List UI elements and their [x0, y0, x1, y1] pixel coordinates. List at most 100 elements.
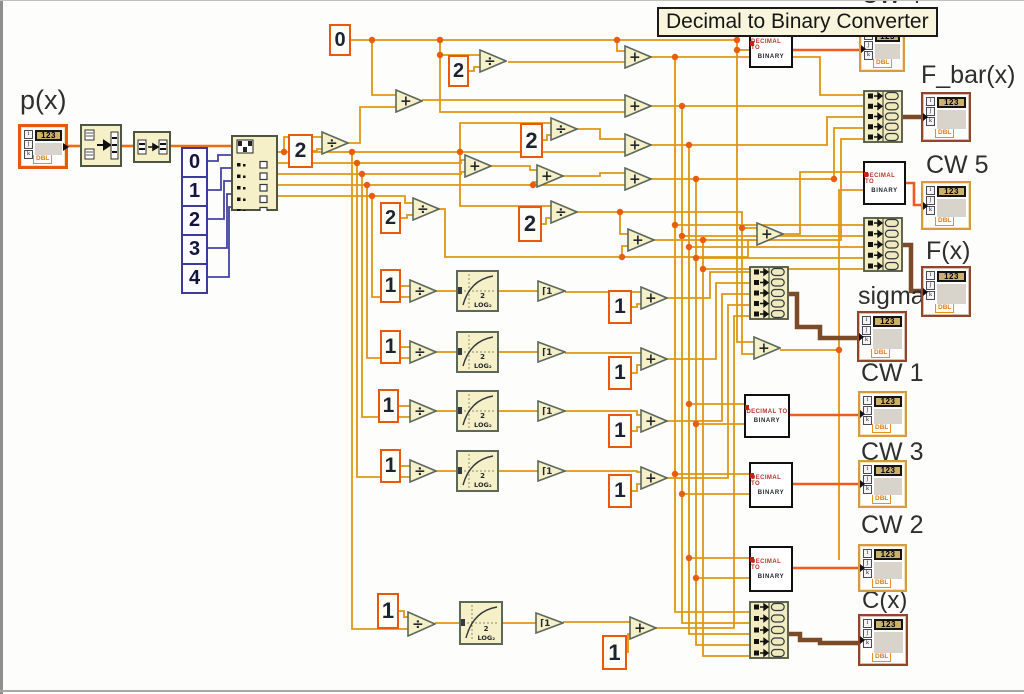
array-index-box[interactable]: j: [926, 196, 935, 205]
wire[interactable]: [313, 148, 322, 152]
wire[interactable]: [780, 189, 863, 351]
build-array-sigma[interactable]: [749, 266, 789, 325]
add-op[interactable]: +: [624, 166, 654, 196]
wire[interactable]: [371, 40, 396, 96]
round-up-op[interactable]: ⌈1: [535, 611, 566, 639]
array-index-box[interactable]: j: [862, 326, 871, 335]
wire[interactable]: [619, 212, 628, 235]
wire[interactable]: [348, 106, 396, 144]
array-index-box[interactable]: j: [24, 140, 33, 149]
wire[interactable]: [741, 228, 754, 355]
add-op[interactable]: +: [640, 465, 670, 495]
wire[interactable]: [207, 180, 231, 220]
array-index-box[interactable]: k: [863, 569, 872, 578]
wire[interactable]: [667, 271, 749, 299]
wire[interactable]: [401, 214, 413, 219]
wire[interactable]: [439, 40, 625, 113]
wire[interactable]: [667, 304, 749, 479]
array-index-box[interactable]: i: [926, 97, 935, 106]
add-op[interactable]: +: [624, 132, 654, 162]
array-index-box[interactable]: j: [863, 475, 872, 484]
wire[interactable]: [577, 128, 625, 140]
wire[interactable]: [563, 172, 625, 177]
add-op[interactable]: +: [756, 221, 786, 251]
wire[interactable]: [491, 165, 537, 171]
wire[interactable]: [616, 40, 625, 52]
array-index-box[interactable]: i: [863, 549, 872, 558]
array-index-box[interactable]: j: [863, 629, 872, 638]
wire[interactable]: [207, 206, 231, 278]
add-op[interactable]: +: [753, 335, 783, 365]
wire[interactable]: [667, 293, 749, 422]
divide-op[interactable]: ÷: [409, 398, 439, 428]
array-index-box[interactable]: i: [862, 316, 871, 325]
numeric-constant-1[interactable]: 1: [608, 356, 632, 390]
wire[interactable]: [656, 315, 749, 629]
array-index-box[interactable]: i: [926, 186, 935, 195]
wire[interactable]: [565, 470, 641, 473]
add-op[interactable]: +: [536, 163, 566, 193]
round-up-op[interactable]: ⌈1: [537, 340, 568, 368]
build-array-f-bar[interactable]: [863, 90, 903, 148]
numeric-constant-2[interactable]: 2: [520, 123, 543, 158]
add-op[interactable]: +: [640, 285, 670, 315]
wire[interactable]: [783, 171, 863, 235]
array-index-box[interactable]: j: [863, 559, 872, 568]
divide-op[interactable]: ÷: [412, 196, 442, 226]
array-index-box[interactable]: i: [926, 271, 935, 280]
array-index-box[interactable]: k: [863, 485, 872, 494]
wire[interactable]: [702, 240, 749, 657]
numeric-constant-1[interactable]: 1: [608, 290, 632, 324]
add-op[interactable]: +: [624, 44, 654, 74]
divide-op[interactable]: ÷: [407, 610, 437, 642]
wire[interactable]: [903, 242, 921, 294]
wire[interactable]: [565, 410, 641, 416]
add-op[interactable]: +: [640, 408, 670, 438]
numeric-constant-1[interactable]: 1: [380, 330, 401, 364]
numeric-constant-1[interactable]: 1: [380, 269, 401, 303]
array-index-box[interactable]: k: [863, 416, 872, 425]
array-index-box[interactable]: i: [863, 619, 872, 628]
array-index-box[interactable]: k: [926, 117, 935, 126]
wire[interactable]: [207, 154, 231, 162]
numeric-constant-1[interactable]: 1: [377, 593, 399, 629]
numeric-constant-2[interactable]: 2: [518, 206, 542, 242]
divide-op[interactable]: ÷: [550, 199, 580, 229]
wire[interactable]: [398, 610, 408, 618]
array-function-node[interactable]: [133, 131, 171, 168]
index-array-node[interactable]: [231, 135, 278, 216]
numeric-constant-2[interactable]: 2: [288, 134, 313, 168]
wire[interactable]: [695, 179, 749, 646]
round-up-op[interactable]: ⌈1: [537, 399, 568, 427]
divide-op[interactable]: ÷: [409, 339, 439, 369]
array-index-box[interactable]: k: [862, 336, 871, 345]
wire[interactable]: [667, 282, 749, 360]
wire[interactable]: [688, 145, 749, 635]
index-constant-2[interactable]: 2: [181, 205, 208, 236]
wire[interactable]: [651, 56, 863, 96]
add-op[interactable]: +: [624, 93, 654, 123]
wire[interactable]: [543, 134, 551, 141]
array-index-box[interactable]: j: [926, 281, 935, 290]
divide-op[interactable]: ÷: [321, 130, 351, 160]
wire[interactable]: [681, 106, 749, 624]
wire[interactable]: [906, 181, 921, 207]
wire[interactable]: [789, 631, 858, 646]
build-array-c-x[interactable]: [749, 601, 789, 664]
wire[interactable]: [789, 291, 857, 341]
numeric-constant-1[interactable]: 1: [380, 449, 401, 483]
divide-op[interactable]: ÷: [409, 458, 439, 488]
